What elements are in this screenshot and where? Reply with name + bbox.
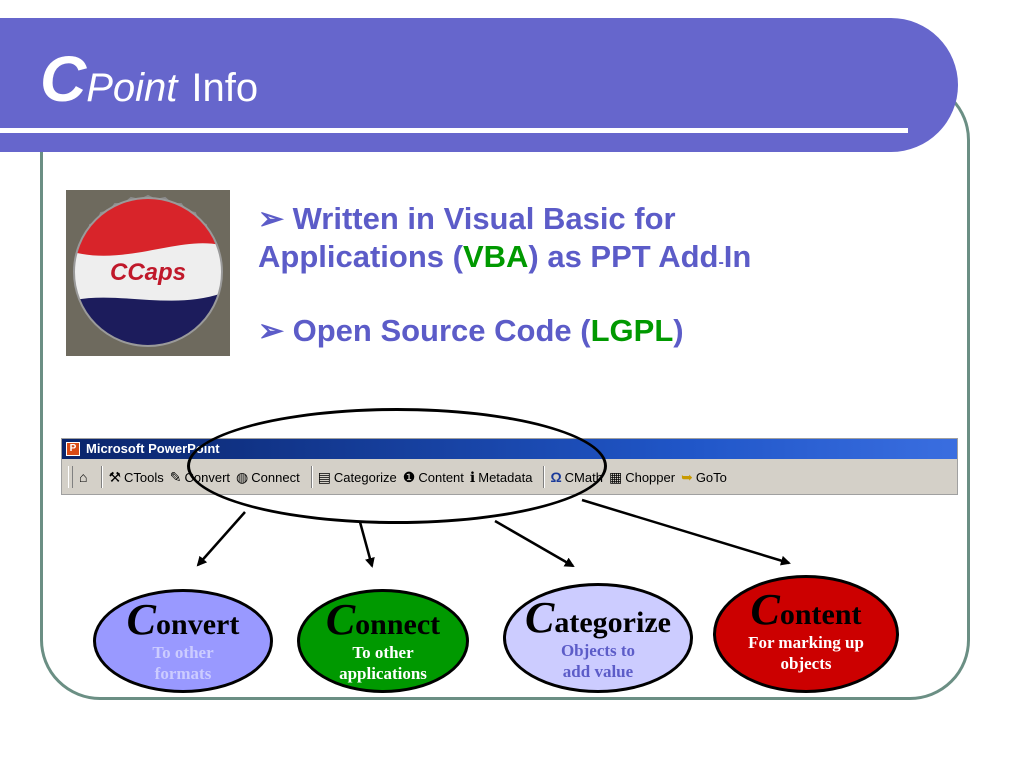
description-line: For marking up — [748, 633, 864, 652]
vba-highlight: VBA — [462, 239, 529, 274]
oval-initial: C — [525, 593, 555, 642]
convert-oval: Convert To other formats — [93, 589, 273, 693]
bullet-hyphen: - — [718, 254, 724, 271]
toolbar-separator — [101, 466, 104, 488]
description-line: formats — [154, 664, 212, 683]
chopper-button[interactable]: ▦Chopper — [609, 469, 675, 486]
title-point: Point — [86, 66, 178, 110]
pencil-icon: ✎ — [169, 468, 182, 485]
oval-initial: C — [325, 595, 356, 644]
goto-icon: ➥ — [681, 468, 693, 485]
oval-word: ategorize — [554, 606, 671, 639]
toolbar-home-button[interactable]: ⌂ — [79, 469, 90, 485]
title-info: Info — [191, 66, 259, 110]
title-c: C — [40, 43, 87, 115]
bullet-text: ) — [673, 313, 684, 348]
bullet-text: Applications ( — [258, 239, 463, 274]
oval-word: ontent — [779, 598, 862, 631]
toolbar-title: Microsoft PowerPoint — [86, 441, 220, 456]
oval-initial: C — [126, 595, 157, 644]
categorize-oval: Categorize Objects to add value — [503, 583, 693, 693]
bullet-marker: ➢ — [258, 313, 284, 348]
goto-button[interactable]: ➥GoTo — [681, 469, 727, 486]
bullet-vba: ➢ Written in Visual Basic for Applicatio… — [258, 200, 958, 282]
toolbar-callout-ellipse — [187, 408, 607, 524]
convert-description: To other formats — [96, 642, 270, 684]
lgpl-highlight: LGPL — [590, 313, 674, 348]
ctools-label: CTools — [124, 469, 164, 485]
arrow-content — [581, 498, 791, 566]
ccaps-logo: CCaps — [66, 190, 230, 356]
home-icon: ⌂ — [79, 469, 88, 485]
arrow-convert — [196, 511, 246, 567]
bullet-marker: ➢ — [258, 201, 284, 236]
oval-word: onvert — [156, 608, 240, 641]
powerpoint-app-icon: P — [66, 442, 80, 456]
description-line: To other — [152, 643, 214, 662]
slide-title: CPoint Info — [40, 42, 258, 116]
connect-description: To other applications — [300, 642, 466, 684]
chopper-icon: ▦ — [608, 468, 623, 485]
title-underline — [0, 128, 908, 133]
connect-oval: Connect To other applications — [297, 589, 469, 693]
convert-heading: Convert — [96, 598, 270, 642]
description-line: add value — [562, 662, 634, 681]
description-line: To other — [352, 643, 414, 662]
categorize-heading: Categorize — [506, 596, 690, 640]
connect-heading: Connect — [300, 598, 466, 642]
content-heading: Content — [716, 588, 896, 632]
goto-label: GoTo — [695, 469, 727, 485]
categorize-description: Objects to add value — [506, 640, 690, 682]
bullet-vba-line1: ➢ Written in Visual Basic for — [258, 200, 958, 238]
oval-word: onnect — [355, 608, 441, 641]
arrow-categorize — [494, 519, 575, 568]
tools-icon: ⚒ — [108, 468, 122, 485]
bullet-text: Written in Visual Basic for — [292, 201, 676, 236]
bullet-lgpl: ➢ Open Source Code (LGPL) — [258, 312, 958, 350]
content-description: For marking up objects — [716, 632, 896, 674]
description-line: applications — [339, 664, 427, 683]
bullet-text: ) as PPT Add — [528, 239, 719, 274]
chopper-label: Chopper — [625, 469, 676, 485]
ctools-button[interactable]: ⚒CTools — [108, 469, 163, 486]
bullet-text: In — [723, 239, 752, 274]
ccaps-logo-text: CCaps — [110, 259, 186, 286]
bullet-vba-line2: Applications (VBA) as PPT Add-In — [258, 238, 958, 282]
arrow-connect — [358, 521, 375, 568]
content-oval: Content For marking up objects — [713, 575, 899, 693]
bullet-text: Open Source Code ( — [292, 313, 591, 348]
description-line: objects — [780, 654, 832, 673]
toolbar-grip[interactable] — [68, 466, 73, 488]
oval-initial: C — [750, 585, 780, 634]
description-line: Objects to — [560, 641, 636, 660]
